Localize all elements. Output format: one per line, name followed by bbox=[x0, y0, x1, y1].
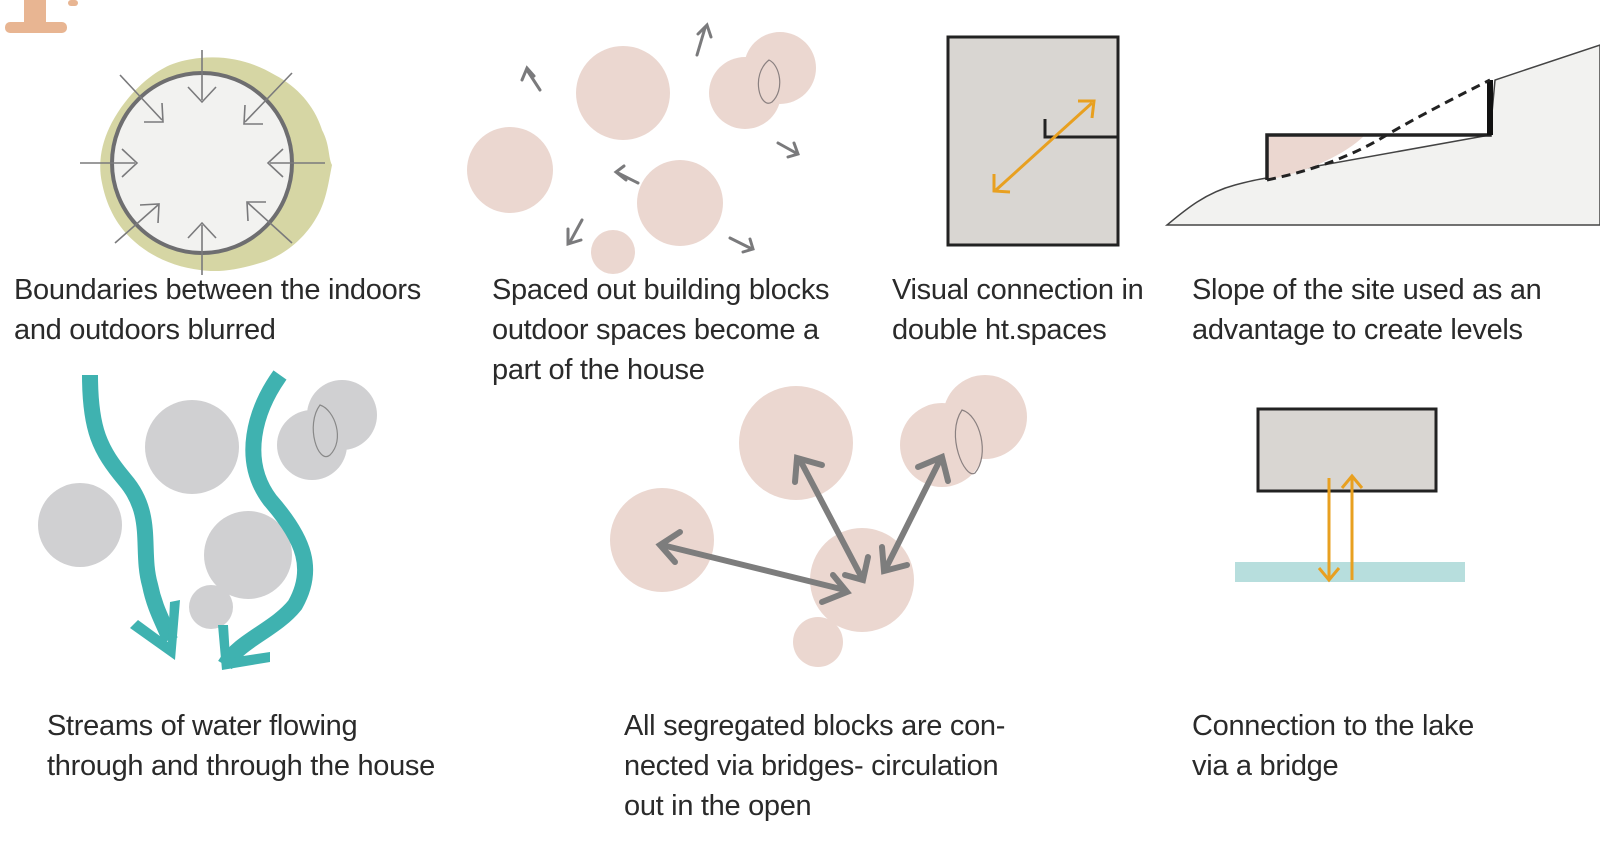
block bbox=[145, 400, 239, 494]
block bbox=[277, 410, 347, 480]
site-slope-icon bbox=[1164, 44, 1600, 226]
grey-blocks bbox=[38, 380, 377, 629]
house-block bbox=[1256, 407, 1438, 493]
spaced-blocks-icon bbox=[467, 22, 816, 274]
overlap-outline bbox=[312, 404, 339, 458]
blurred-boundary-icon bbox=[80, 50, 332, 275]
original-slope-dashed bbox=[1266, 78, 1491, 182]
pink-blocks bbox=[467, 32, 816, 274]
section-number-numeral: 1 bbox=[5, 0, 78, 33]
bridge-arrow bbox=[882, 457, 943, 573]
stream-left bbox=[82, 374, 178, 643]
mezzanine-floor bbox=[1043, 119, 1118, 139]
water-streams-icon bbox=[38, 370, 377, 670]
caption-spaced-blocks: Spaced out building blocks outdoor space… bbox=[492, 274, 830, 386]
block bbox=[709, 57, 781, 129]
double-height-room bbox=[946, 35, 1120, 247]
block bbox=[576, 46, 670, 140]
lake-water bbox=[1235, 562, 1465, 582]
block bbox=[739, 386, 853, 500]
block bbox=[793, 617, 843, 667]
double-height-icon bbox=[946, 35, 1120, 247]
outward-arrows bbox=[520, 22, 800, 254]
cut-level-fill bbox=[1267, 135, 1365, 180]
stream-right-arrowhead bbox=[218, 625, 270, 670]
caption-bridges: All segregated blocks are con- nected vi… bbox=[624, 710, 1006, 822]
caption-visual-connection: Visual connection in double ht.spaces bbox=[892, 274, 1144, 346]
ground-terrain bbox=[1164, 44, 1600, 226]
caption-slope: Slope of the site used as an advantage t… bbox=[1192, 274, 1542, 346]
bridges-circulation-icon bbox=[610, 375, 1027, 667]
caption-boundaries: Boundaries between the indoors and outdo… bbox=[14, 274, 421, 346]
caption-water-streams: Streams of water flowing through and thr… bbox=[47, 710, 435, 782]
bridge-arrows bbox=[655, 452, 951, 605]
block bbox=[637, 160, 723, 246]
pink-blocks bbox=[610, 375, 1027, 667]
water-stream-paths bbox=[82, 370, 314, 670]
overlap-outline bbox=[954, 409, 983, 475]
block bbox=[38, 483, 122, 567]
numeral-base bbox=[5, 22, 67, 33]
stream-right bbox=[218, 370, 314, 670]
block bbox=[591, 230, 635, 274]
lake-bridge-icon bbox=[1235, 407, 1465, 583]
inward-arrows bbox=[80, 50, 325, 275]
block bbox=[610, 488, 714, 592]
visual-connection-arrow bbox=[992, 99, 1096, 194]
block bbox=[204, 511, 292, 599]
block bbox=[189, 585, 233, 629]
bridge-arrow bbox=[797, 457, 865, 581]
block bbox=[467, 127, 553, 213]
bridge-arrow bbox=[659, 542, 848, 593]
stream-left-arrowhead bbox=[130, 600, 180, 660]
numeral-stem bbox=[24, 0, 46, 26]
bridge-two-way-arrow bbox=[1317, 473, 1364, 583]
numeral-serif bbox=[68, 0, 78, 6]
caption-lake: Connection to the lake via a bridge bbox=[1192, 710, 1474, 782]
overlap-outline bbox=[757, 59, 781, 104]
